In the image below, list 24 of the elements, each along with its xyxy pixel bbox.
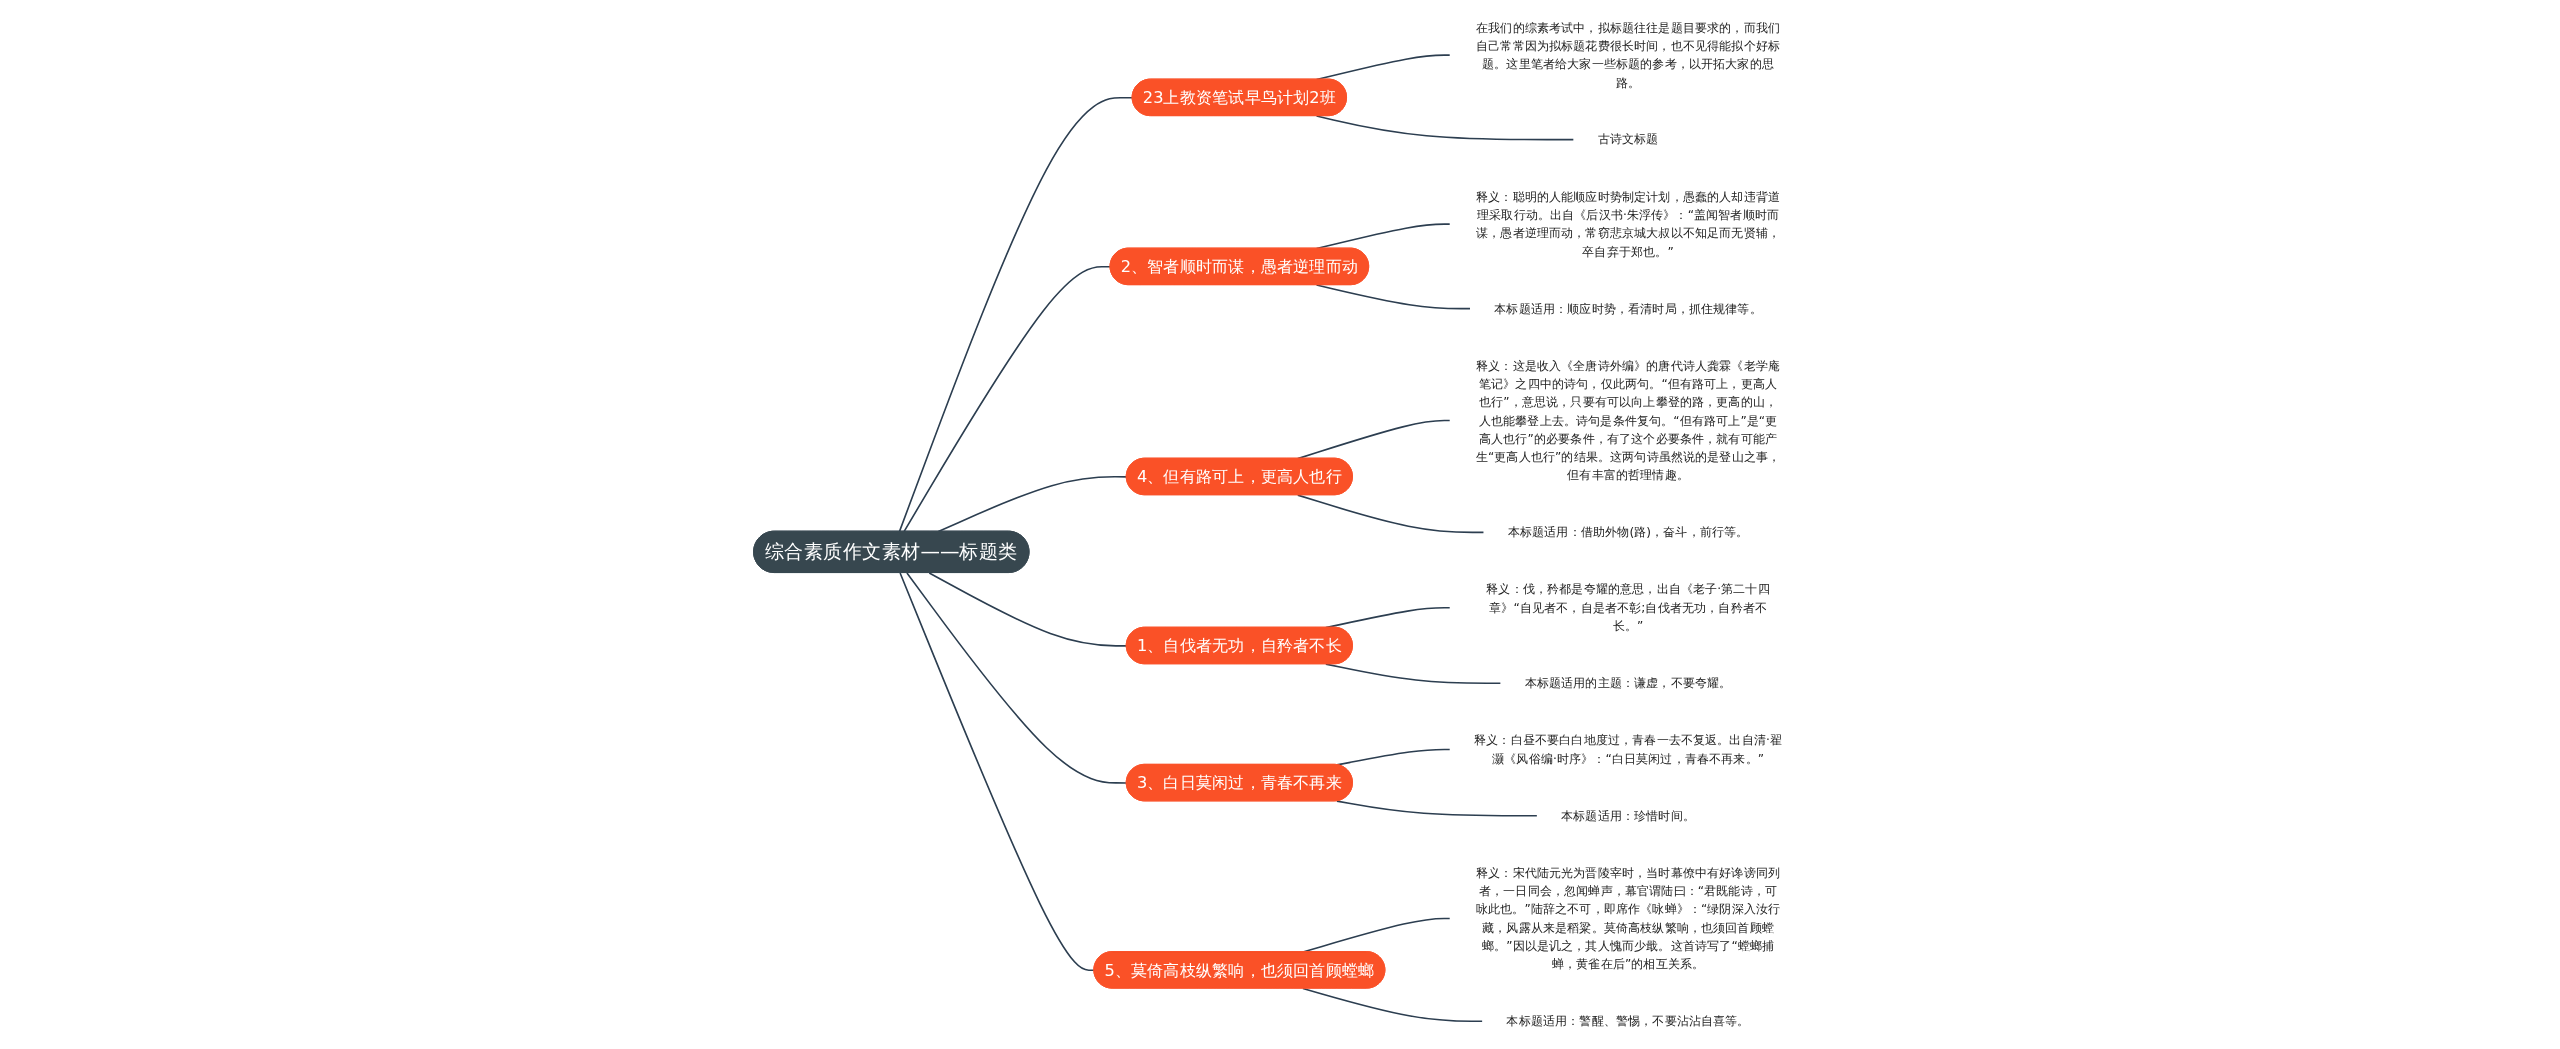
node-text: 本标题适用：珍惜时间。	[1561, 808, 1695, 823]
connector	[1315, 284, 1471, 310]
node-text: 本标题适用的主题：谦虚，不要夸耀。	[1524, 675, 1732, 691]
node-text: 释义：宋代陆元光为晋陵宰时，当时幕僚中有好谗谤同列者，一日同会，忽闻蝉声，幕官谓陆曰：“君既能诗，可咏此也。”陆辞之不可，即席作《咏蝉》：“绿阴深入汝行藏，风露从来是稻粱。莫倚高枝纵繁响，也须回首顾螳螂。”因以是讥之，其人愧而少戢。这首诗写了“螳螂捕蝉，黄雀在后”的相互关系。	[1475, 865, 1781, 972]
connector	[899, 572, 1096, 972]
connector	[903, 265, 1112, 533]
connector	[1325, 663, 1502, 684]
connector	[898, 96, 1134, 533]
node-text: 本标题适用：警醒、警惕，不要沾沾自喜等。	[1506, 1013, 1750, 1029]
connector	[1336, 800, 1538, 817]
node-text: 在我们的综素考试中，拟标题往往是题目要求的，而我们自己常常因为拟标题花费很长时间，也不见得能拟个好标题。这里笔者给大家一些标题的参考，以开拓大家的思路。	[1476, 20, 1781, 90]
node-text: 古诗文标题	[1597, 132, 1659, 147]
node-text: 本标题适用：借助外物(路)，奋斗，前行等。	[1507, 524, 1749, 540]
node-text: 释义：伐，矜都是夸耀的意思，出自《老子·第二十四章》“自见者不，自是者不彰;自伐者无功，自矜者不长。”	[1486, 582, 1770, 634]
connector	[1315, 115, 1575, 141]
node-text: 释义：这是收入《全唐诗外编》的唐代诗人龚霖《老学庵笔记》之四中的诗句，仅此两句。“但有路可上，更高人也行”，意思说，只要有可以向上攀登的路，更高的山，人也能攀登上去。诗句是条件复句。“但有路可上”是“更高人也行”的必要条件，有了这个必要条件，就有可能产生“更高人也行”的结果。这两句诗虽然说的是登山之事，但有丰富的哲理情趣。	[1475, 358, 1781, 483]
node-text: 本标题适用：顺应时势，看清时局，抓住规律等。	[1494, 301, 1762, 316]
connector	[906, 572, 1128, 784]
connector	[1302, 987, 1483, 1023]
connector	[937, 476, 1128, 533]
connector	[1296, 494, 1485, 534]
connector	[928, 572, 1128, 647]
node-text: 释义：聪明的人能顺应时势制定计划，愚蠢的人却违背道理采取行动。出自《后汉书·朱浮传》：“盖闻智者顺时而谋，愚者逆理而动，常窃悲京城大叔以不知足而无贤辅，卒自弃于郑也。”	[1476, 189, 1781, 259]
node-text: 释义：白昼不要白白地度过，青春一去不复返。出自清·翟灏《风俗编·时序》：“白日莫闲过，青春不再来。”	[1474, 732, 1782, 766]
